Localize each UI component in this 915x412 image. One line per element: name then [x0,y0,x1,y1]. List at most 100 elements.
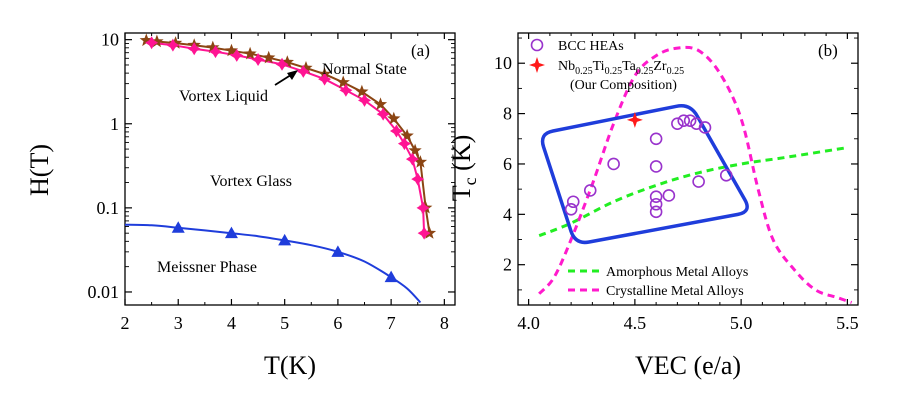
bcc-hea-point [649,132,663,146]
star-marker [373,97,388,110]
legend-bcc-marker [530,38,544,52]
annotation-vortex-glass: Vortex Glass [210,173,292,190]
diamond-marker [411,172,425,186]
star-marker [224,43,239,57]
y-tick-label: 6 [503,154,512,174]
bcc-hea-point [564,202,578,216]
x-tick-label: 8 [440,313,449,333]
bcc-hea-point [649,205,663,219]
bcc-hea-point [649,160,663,173]
star-marker [243,46,257,60]
bcc-region-outline [540,104,749,245]
y-tick-label: 0.01 [88,282,120,302]
bcc-hea-point [649,197,663,211]
diamond-marker [318,72,332,86]
panel-b-points [564,111,733,219]
x-tick-label: 4.5 [624,313,647,333]
panel-b-plot-frame [517,32,859,306]
triangle-marker [278,233,292,246]
triangle-marker [224,226,238,239]
bcc-hea-point [607,157,620,171]
star-marker [139,33,153,47]
diamond-marker [230,48,244,62]
bcc-hea-point [677,114,691,127]
bcc-hea-point [683,114,697,127]
diamond-marker [145,36,159,50]
star-marker [262,50,276,64]
triangle-marker [331,245,345,257]
x-tick-label: 4 [227,313,236,333]
diamond-marker [187,42,201,56]
panel-b-x-ticks: 4.0 4.5 5.0 5.5 [517,33,859,333]
star-marker [150,34,164,48]
x-tick-label: 5 [280,313,289,333]
legend-composition-marker [529,57,545,73]
diamond-marker [389,124,403,138]
bcc-hea-point [566,195,580,209]
our-composition-point [626,111,643,128]
panel-a-x-ticks: 2 3 4 5 6 7 8 [121,33,449,333]
panel-a-markers [139,33,437,283]
panel-b-y-axis-label: Tc (K) [447,135,480,201]
annotation-vortex-liquid: Vortex Liquid [179,88,268,105]
panel-a-y-ticks: 0.01 0.1 1 10 [88,30,455,302]
y-tick-label: 1 [110,114,119,134]
diamond-marker [416,201,430,215]
diamond-marker [417,226,431,240]
panel-b-legend: BCC HEAs Nb0.25Ti0.25Ta0.25Zr0.25 (Our C… [529,38,748,299]
diamond-marker [358,93,372,107]
star-marker [400,128,414,142]
star-marker [168,36,183,49]
star-marker [299,61,313,74]
legend-bcc-label: BCC HEAs [558,39,624,54]
star-marker [413,155,428,168]
x-tick-label: 6 [333,313,342,333]
legend-crystalline-label: Crystalline Metal Alloys [606,284,744,299]
y-tick-label: 10 [101,30,119,50]
x-tick-label: 5.0 [730,313,753,333]
diamond-marker [376,107,390,121]
annotation-arrow [274,70,298,86]
y-tick-label: 4 [503,204,512,224]
bcc-hea-point [583,184,597,197]
x-tick-label: 4.0 [517,313,540,333]
panel-a-y-axis-label: H(T) [25,144,54,196]
legend-composition-note: (Our Composition) [570,78,677,93]
x-tick-label: 5.5 [836,313,859,333]
panel-b-curves [538,45,853,304]
y-tick-label: 10 [494,53,512,73]
crystalline-curve [538,45,853,304]
panel-a-plot-frame [124,32,456,306]
star-marker [206,40,220,54]
triangle-marker [384,270,398,283]
x-tick-label: 3 [174,313,183,333]
diamond-marker [339,83,353,97]
diamond-marker [405,152,419,166]
legend-composition-label: Nb0.25Ti0.25Ta0.25Zr0.25 [558,59,684,77]
panel-a-label: (a) [411,41,430,60]
x-tick-label: 2 [121,313,130,333]
star-marker [280,55,294,68]
amorphous-curve [538,146,848,238]
legend-amorphous-label: Amorphous Metal Alloys [606,265,748,280]
y-tick-label: 2 [503,255,512,275]
panel-b-label: (b) [818,41,838,60]
y-tick-label: 0.1 [97,198,120,218]
bcc-hea-point [719,168,733,182]
star-marker [355,84,369,98]
diamond-marker [397,137,411,151]
panel-a-x-axis-label: T(K) [264,351,316,380]
star-marker [408,143,422,157]
annotation-meissner-phase: Meissner Phase [157,259,257,276]
diamond-marker [296,64,310,78]
bcc-hea-point [692,175,705,188]
x-tick-label: 7 [387,313,396,333]
star-marker [387,111,401,125]
diamond-marker [275,57,289,71]
diamond-marker [251,53,265,67]
diamond-marker [166,38,180,52]
